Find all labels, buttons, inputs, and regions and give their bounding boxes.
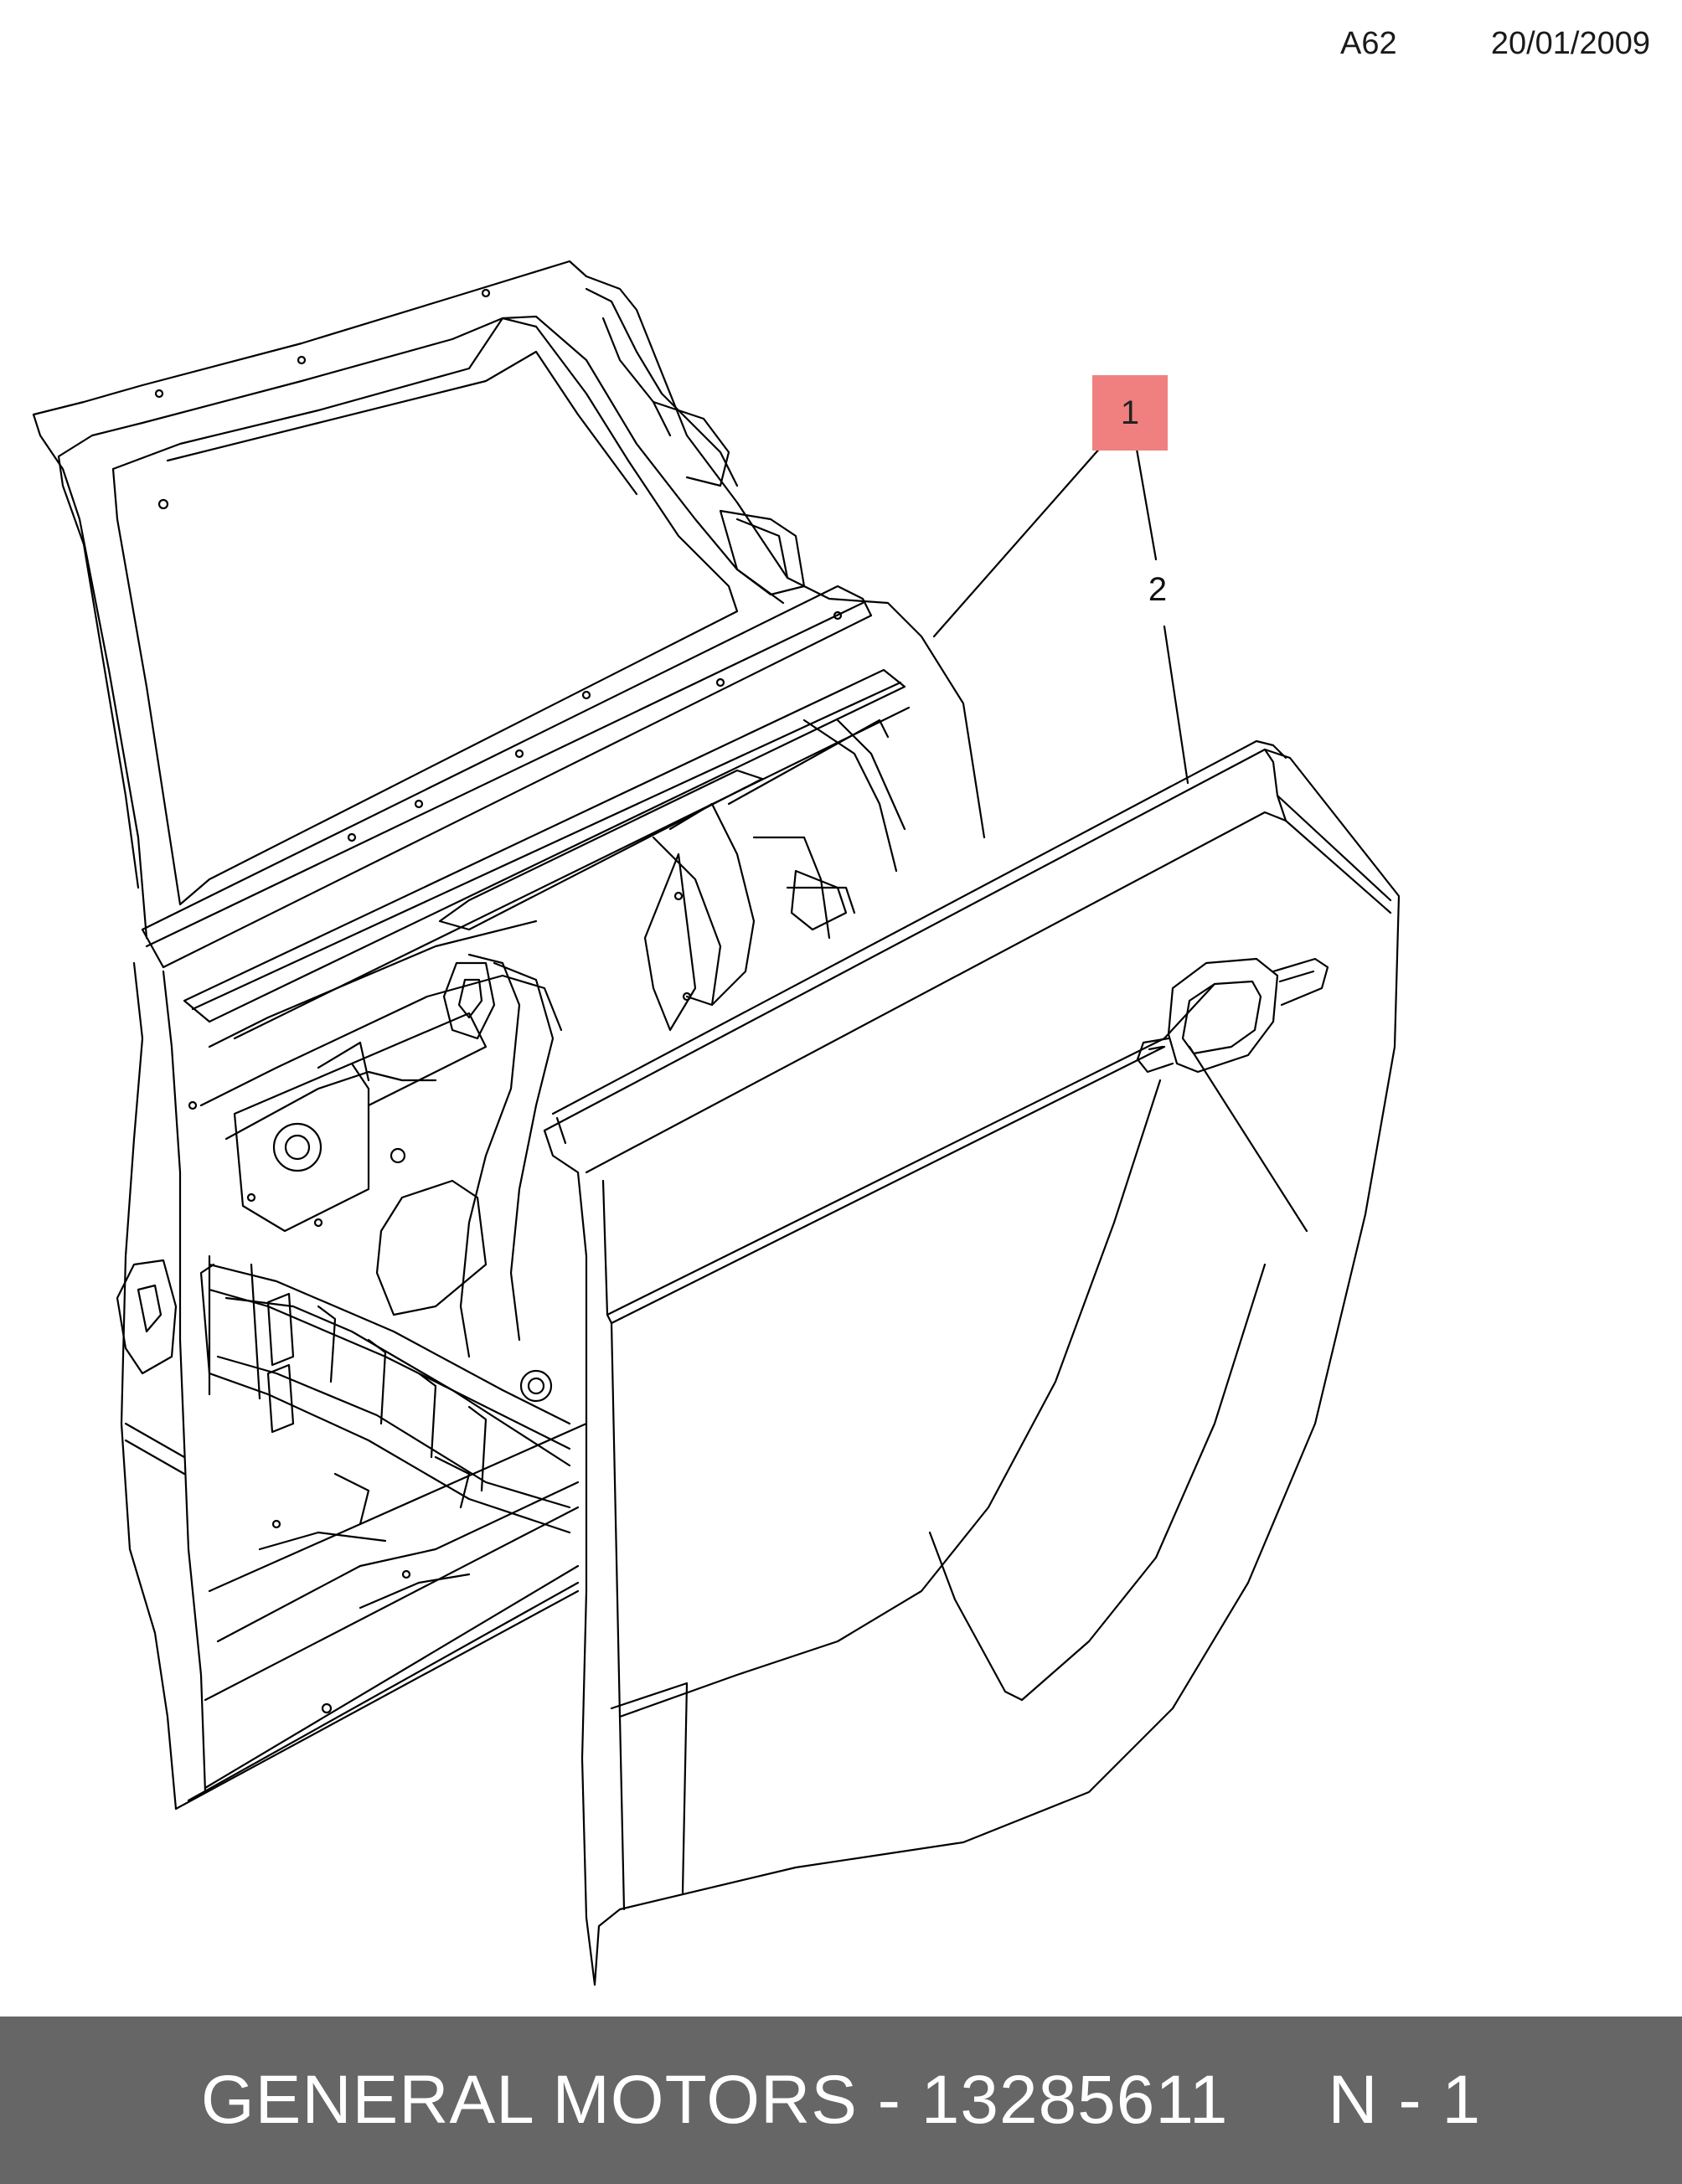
door-inner-frame: [32, 260, 986, 1811]
drawing-code: A62: [1340, 26, 1397, 61]
door-outer-panel: [543, 739, 1401, 1986]
drawing-date: 20/01/2009: [1490, 26, 1650, 61]
door-exploded-drawing: [32, 260, 1401, 1986]
footer-bar: GENERAL MOTORS - 13285611 N - 1: [0, 2017, 1682, 2184]
callout-1-highlight[interactable]: 1: [1092, 375, 1168, 451]
callout-leaders: [932, 438, 1189, 785]
callout-2-number: 2: [1141, 571, 1174, 609]
callout-1-number: 1: [1120, 394, 1140, 431]
footer-part-title: GENERAL MOTORS - 13285611 N - 1: [200, 2062, 1482, 2138]
